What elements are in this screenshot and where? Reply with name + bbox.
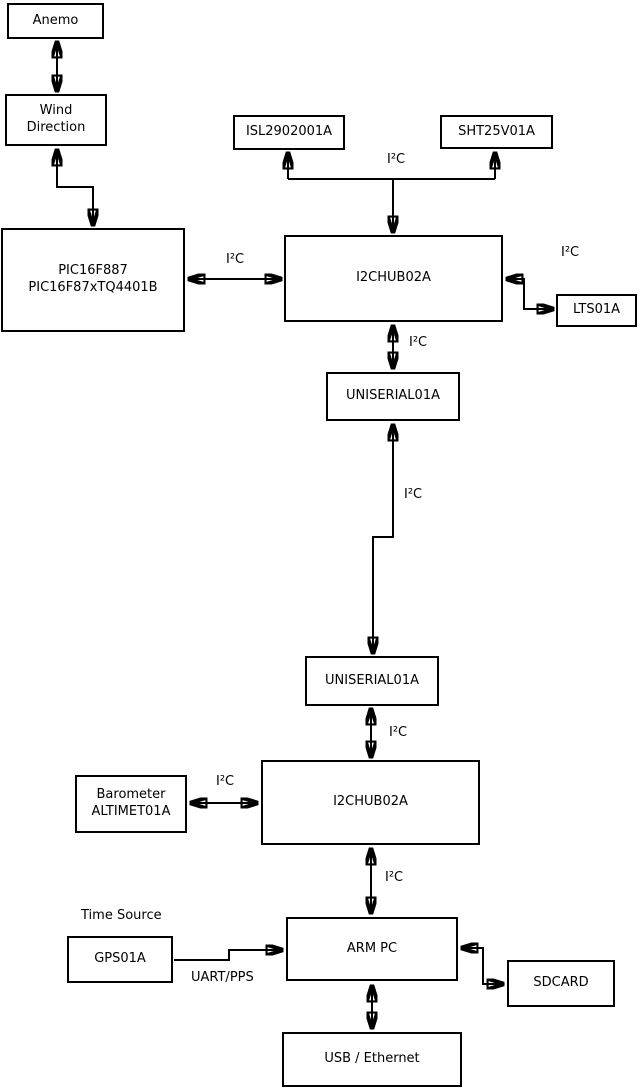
edge-wind-pic xyxy=(57,149,93,226)
node-barometer-label-line1: Barometer xyxy=(96,787,166,803)
node-arm-pc: ARM PC xyxy=(286,917,458,981)
node-anemo: Anemo xyxy=(7,3,104,39)
node-i2chub02a-bottom-label: I2CHUB02A xyxy=(333,794,408,810)
node-i2chub02a-top: I2CHUB02A xyxy=(284,235,503,322)
node-gps01a-label: GPS01A xyxy=(94,951,146,967)
node-pic16f887: PIC16F887 PIC16F87xTQ4401B xyxy=(1,228,185,332)
node-uniserial01a-bottom: UNISERIAL01A xyxy=(305,656,439,706)
edge-label-uart-pps: UART/PPS xyxy=(191,970,254,985)
node-pic16f887-label-line2: PIC16F87xTQ4401B xyxy=(28,280,158,295)
edge-gps-armpc xyxy=(174,950,283,961)
node-sdcard-label: SDCARD xyxy=(533,975,589,991)
node-sht25v01a: SHT25V01A xyxy=(440,115,553,149)
edge-armpc-sdcard xyxy=(461,948,504,984)
node-barometer: Barometer ALTIMET01A xyxy=(75,775,187,833)
node-sht25v01a-label: SHT25V01A xyxy=(458,123,535,139)
edge-label-i2c-pic-hub: I²C xyxy=(226,252,245,267)
edge-uniserial-link xyxy=(373,424,393,654)
edge-label-i2c-hub-uniserial-top: I²C xyxy=(409,335,428,350)
node-lts01a: LTS01A xyxy=(556,294,637,327)
edge-label-i2c-bus-top: I²C xyxy=(387,152,406,167)
node-gps01a: GPS01A xyxy=(67,936,173,983)
node-arm-pc-label: ARM PC xyxy=(346,940,398,956)
time-source-label: Time Source xyxy=(81,908,162,923)
edge-label-i2c-barometer-hub: I²C xyxy=(216,774,235,789)
edge-label-i2c-uniserial-link: I²C xyxy=(404,487,423,502)
node-i2chub02a-top-label: I2CHUB02A xyxy=(356,270,431,286)
edge-label-i2c-hub-lts: I²C xyxy=(561,245,580,260)
node-isl2902001a-label: ISL2902001A xyxy=(245,124,333,140)
node-i2chub02a-bottom: I2CHUB02A xyxy=(261,760,480,845)
node-uniserial01a-bottom-label: UNISERIAL01A xyxy=(325,672,419,688)
node-anemo-label: Anemo xyxy=(32,12,79,28)
node-lts01a-label: LTS01A xyxy=(572,302,621,318)
node-usb-ethernet: USB / Ethernet xyxy=(282,1032,462,1087)
edge-label-i2c-uniserial-hub-bottom: I²C xyxy=(389,725,408,740)
node-barometer-label-line2: ALTIMET01A xyxy=(91,804,171,819)
node-wind-direction-label-line1: Wind xyxy=(39,103,73,119)
edge-label-i2c-hub-armpc: I²C xyxy=(385,870,404,885)
node-usb-ethernet-label: USB / Ethernet xyxy=(324,1051,420,1067)
edge-hub-top-lts xyxy=(506,279,554,309)
node-wind-direction-label-line2: Direction xyxy=(26,120,86,135)
node-sdcard: SDCARD xyxy=(507,960,615,1007)
node-pic16f887-label-line1: PIC16F887 xyxy=(58,263,128,279)
node-uniserial01a-top-label: UNISERIAL01A xyxy=(346,388,440,404)
node-uniserial01a-top: UNISERIAL01A xyxy=(326,372,460,421)
node-wind-direction: Wind Direction xyxy=(5,94,107,146)
node-isl2902001a: ISL2902001A xyxy=(233,115,345,150)
